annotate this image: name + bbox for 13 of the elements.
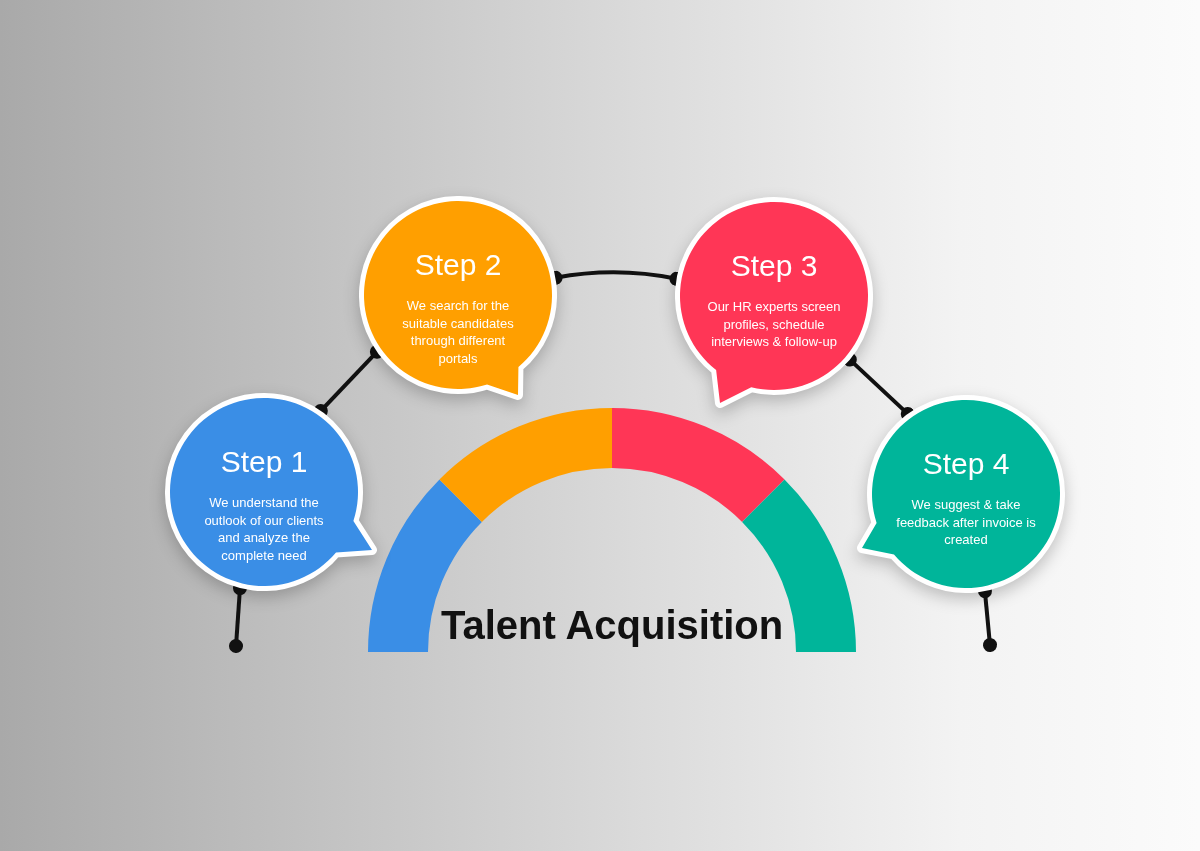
step-description: We suggest & take feedback after invoice is created xyxy=(895,496,1037,549)
speech-bubble xyxy=(858,395,1065,593)
step-heading: Step 2 xyxy=(414,247,502,283)
step-heading: Step 1 xyxy=(220,444,308,480)
step-description: We search for the suitable candidates through different portals xyxy=(401,297,515,367)
title: Talent Acquisition xyxy=(441,602,784,648)
speech-bubble xyxy=(359,196,557,399)
speech-bubble xyxy=(165,393,376,591)
step-heading: Step 3 xyxy=(730,248,818,284)
step-description: We understand the outlook of our clients and analyze the complete need xyxy=(203,494,325,564)
speech-bubble xyxy=(675,197,873,407)
step-description: Our HR experts screen profiles, schedule interviews & follow-up xyxy=(706,298,842,351)
step-heading: Step 4 xyxy=(922,446,1010,482)
